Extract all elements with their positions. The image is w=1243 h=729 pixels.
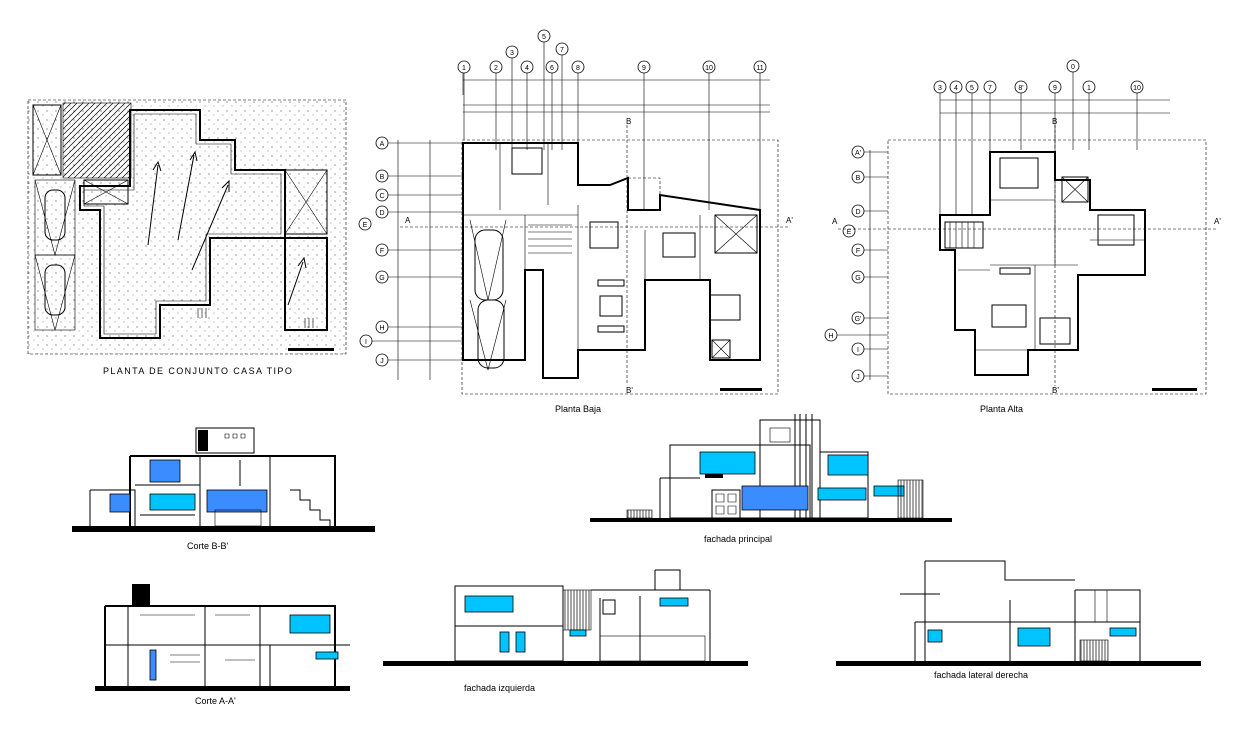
ground-floor-caption: Planta Baja (555, 404, 601, 414)
svg-text:H: H (379, 325, 384, 332)
svg-text:J: J (380, 358, 384, 365)
upper-section-mark-a-prime: A' (1214, 217, 1221, 226)
upper-section-mark-a: A (832, 217, 838, 226)
svg-text:7: 7 (988, 85, 992, 92)
svg-text:I: I (365, 339, 367, 346)
svg-text:8': 8' (1018, 85, 1023, 92)
svg-text:10: 10 (1133, 85, 1141, 92)
svg-text:G: G (855, 275, 860, 282)
section-aa: Corte A-A' (95, 584, 350, 706)
ground-floor-plan: 1 2 3 4 5 6 7 8 9 10 11 A B C D E F G H … (358, 29, 793, 414)
svg-text:5: 5 (542, 34, 546, 41)
ground-section-mark-b-prime: B' (626, 386, 633, 395)
right-facade: fachada lateral derecha (836, 560, 1201, 680)
left-facade-caption: fachada izquierda (464, 683, 535, 693)
svg-text:7: 7 (560, 47, 564, 54)
section-bb: Corte B-B' (72, 427, 375, 551)
svg-text:1: 1 (462, 65, 466, 72)
svg-text:B: B (856, 175, 861, 182)
svg-text:J: J (856, 374, 860, 381)
svg-text:G': G' (855, 316, 862, 323)
right-facade-caption: fachada lateral derecha (934, 670, 1028, 680)
upper-section-mark-b: B (1052, 117, 1057, 126)
svg-text:F: F (856, 248, 860, 255)
svg-text:0: 0 (1071, 64, 1075, 71)
ground-floor-axis-bubbles: 1 2 3 4 5 6 7 8 9 10 11 A B C D E F G H … (358, 29, 767, 367)
svg-text:F: F (380, 248, 384, 255)
site-plan: PLANTA DE CONJUNTO CASA TIPO (27, 99, 347, 376)
upper-floor-caption: Planta Alta (980, 404, 1023, 414)
svg-text:5: 5 (970, 85, 974, 92)
svg-text:A: A (380, 141, 385, 148)
svg-text:B: B (380, 174, 385, 181)
front-facade: fachada principal (590, 414, 952, 544)
ground-section-mark-a: A (405, 216, 411, 225)
svg-text:3: 3 (510, 50, 514, 57)
svg-text:4: 4 (954, 85, 958, 92)
svg-text:I: I (857, 347, 859, 354)
svg-text:6: 6 (550, 65, 554, 72)
svg-text:10: 10 (705, 65, 713, 72)
section-bb-caption: Corte B-B' (187, 541, 229, 551)
svg-text:4: 4 (525, 65, 529, 72)
svg-text:H: H (828, 333, 833, 340)
ground-section-mark-a-prime: A' (786, 216, 793, 225)
section-aa-caption: Corte A-A' (195, 696, 236, 706)
svg-text:3: 3 (938, 85, 942, 92)
site-plan-caption: PLANTA DE CONJUNTO CASA TIPO (103, 366, 293, 376)
svg-text:1: 1 (1087, 85, 1091, 92)
svg-text:D: D (855, 209, 860, 216)
front-facade-caption: fachada principal (704, 534, 772, 544)
svg-text:C: C (379, 193, 384, 200)
svg-text:E: E (363, 222, 368, 229)
svg-text:2: 2 (494, 65, 498, 72)
ground-section-mark-b: B (626, 117, 631, 126)
svg-text:9: 9 (1053, 85, 1057, 92)
upper-section-mark-b-prime: B' (1052, 386, 1059, 395)
svg-text:11: 11 (756, 65, 763, 72)
svg-text:E: E (847, 229, 852, 236)
left-facade: fachada izquierda (383, 569, 748, 693)
svg-text:A': A' (855, 150, 861, 157)
svg-text:D: D (379, 210, 384, 217)
svg-text:G: G (379, 275, 384, 282)
upper-floor-axis-bubbles: 3 4 5 7 8' 9 0 1 10 A' B D E F G G' H I … (824, 59, 1144, 383)
svg-text:9: 9 (642, 65, 646, 72)
svg-text:8: 8 (576, 65, 580, 72)
upper-floor-plan: 3 4 5 7 8' 9 0 1 10 A' B D E F G G' H I … (824, 59, 1221, 414)
